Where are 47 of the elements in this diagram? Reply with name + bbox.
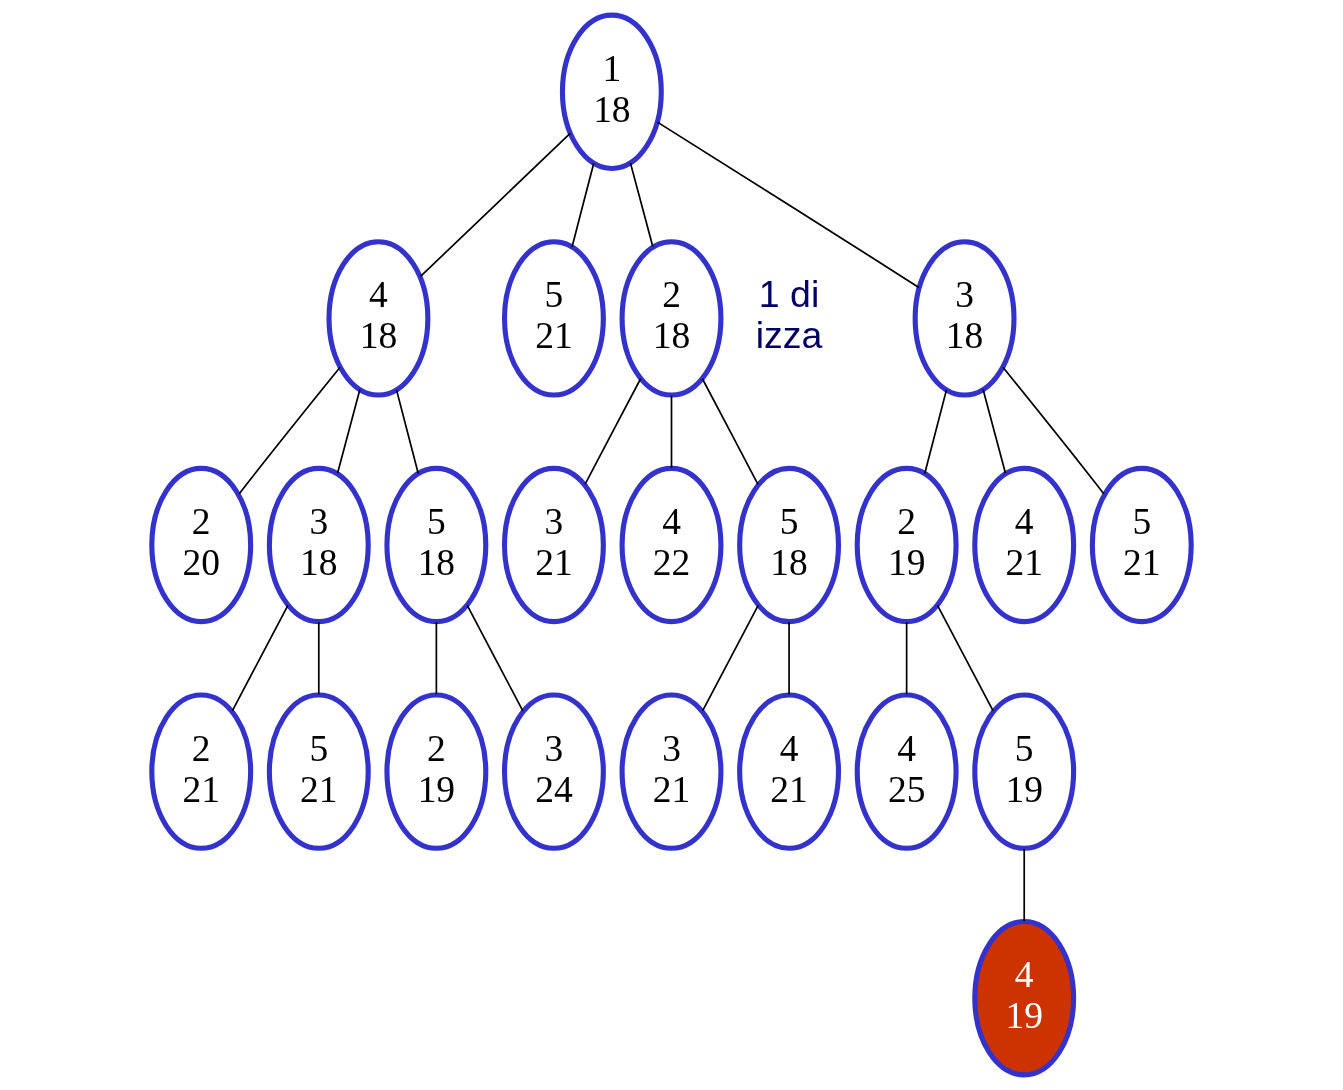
connector — [923, 389, 948, 475]
connector — [936, 604, 994, 712]
node-ellipse: 4 21 — [972, 465, 1077, 625]
node-ellipse: 1 18 — [559, 12, 664, 171]
node-ellipse: 2 19 — [384, 692, 489, 851]
connector — [231, 604, 289, 712]
node-ellipse: 3 24 — [501, 692, 606, 851]
connector — [982, 388, 1007, 474]
node-ellipse: 2 20 — [149, 465, 254, 625]
connector — [336, 388, 361, 474]
node-ellipse: 2 19 — [854, 465, 959, 625]
connector — [1002, 366, 1105, 495]
node-ellipse: 5 21 — [501, 239, 606, 398]
node-ellipse: 4 18 — [326, 239, 431, 398]
connector — [584, 377, 642, 486]
connector — [395, 389, 420, 475]
connector — [466, 604, 524, 712]
connector — [1023, 848, 1026, 922]
connector — [317, 621, 320, 696]
connector — [629, 162, 654, 248]
label: 1 di — [758, 273, 820, 316]
connector — [238, 366, 341, 495]
connector — [670, 394, 673, 469]
node-ellipse: 5 21 — [266, 692, 371, 851]
node-ellipse: 4 21 — [737, 692, 842, 851]
connector — [656, 121, 920, 289]
connector — [701, 377, 759, 486]
node-ellipse: 5 18 — [737, 465, 842, 625]
node-ellipse: 5 21 — [1089, 465, 1194, 625]
connector — [905, 621, 908, 696]
node-ellipse: 4 25 — [854, 692, 959, 851]
node-ellipse: 2 18 — [619, 239, 724, 398]
connector — [419, 132, 571, 278]
node-ellipse: 4 22 — [619, 465, 724, 625]
node-ellipse: 2 21 — [149, 692, 254, 851]
node-ellipse: 5 18 — [384, 465, 489, 625]
node-ellipse: 3 21 — [619, 692, 724, 851]
connector — [701, 604, 760, 712]
node-ellipse: 4 19 — [972, 919, 1077, 1078]
connector — [571, 162, 595, 248]
label: izza — [755, 314, 823, 357]
connector — [788, 621, 790, 696]
connector — [435, 621, 438, 696]
node-ellipse: 5 19 — [972, 692, 1077, 851]
node-ellipse: 3 21 — [501, 465, 606, 625]
node-ellipse: 3 18 — [266, 465, 371, 625]
node-ellipse: 3 18 — [912, 239, 1017, 398]
